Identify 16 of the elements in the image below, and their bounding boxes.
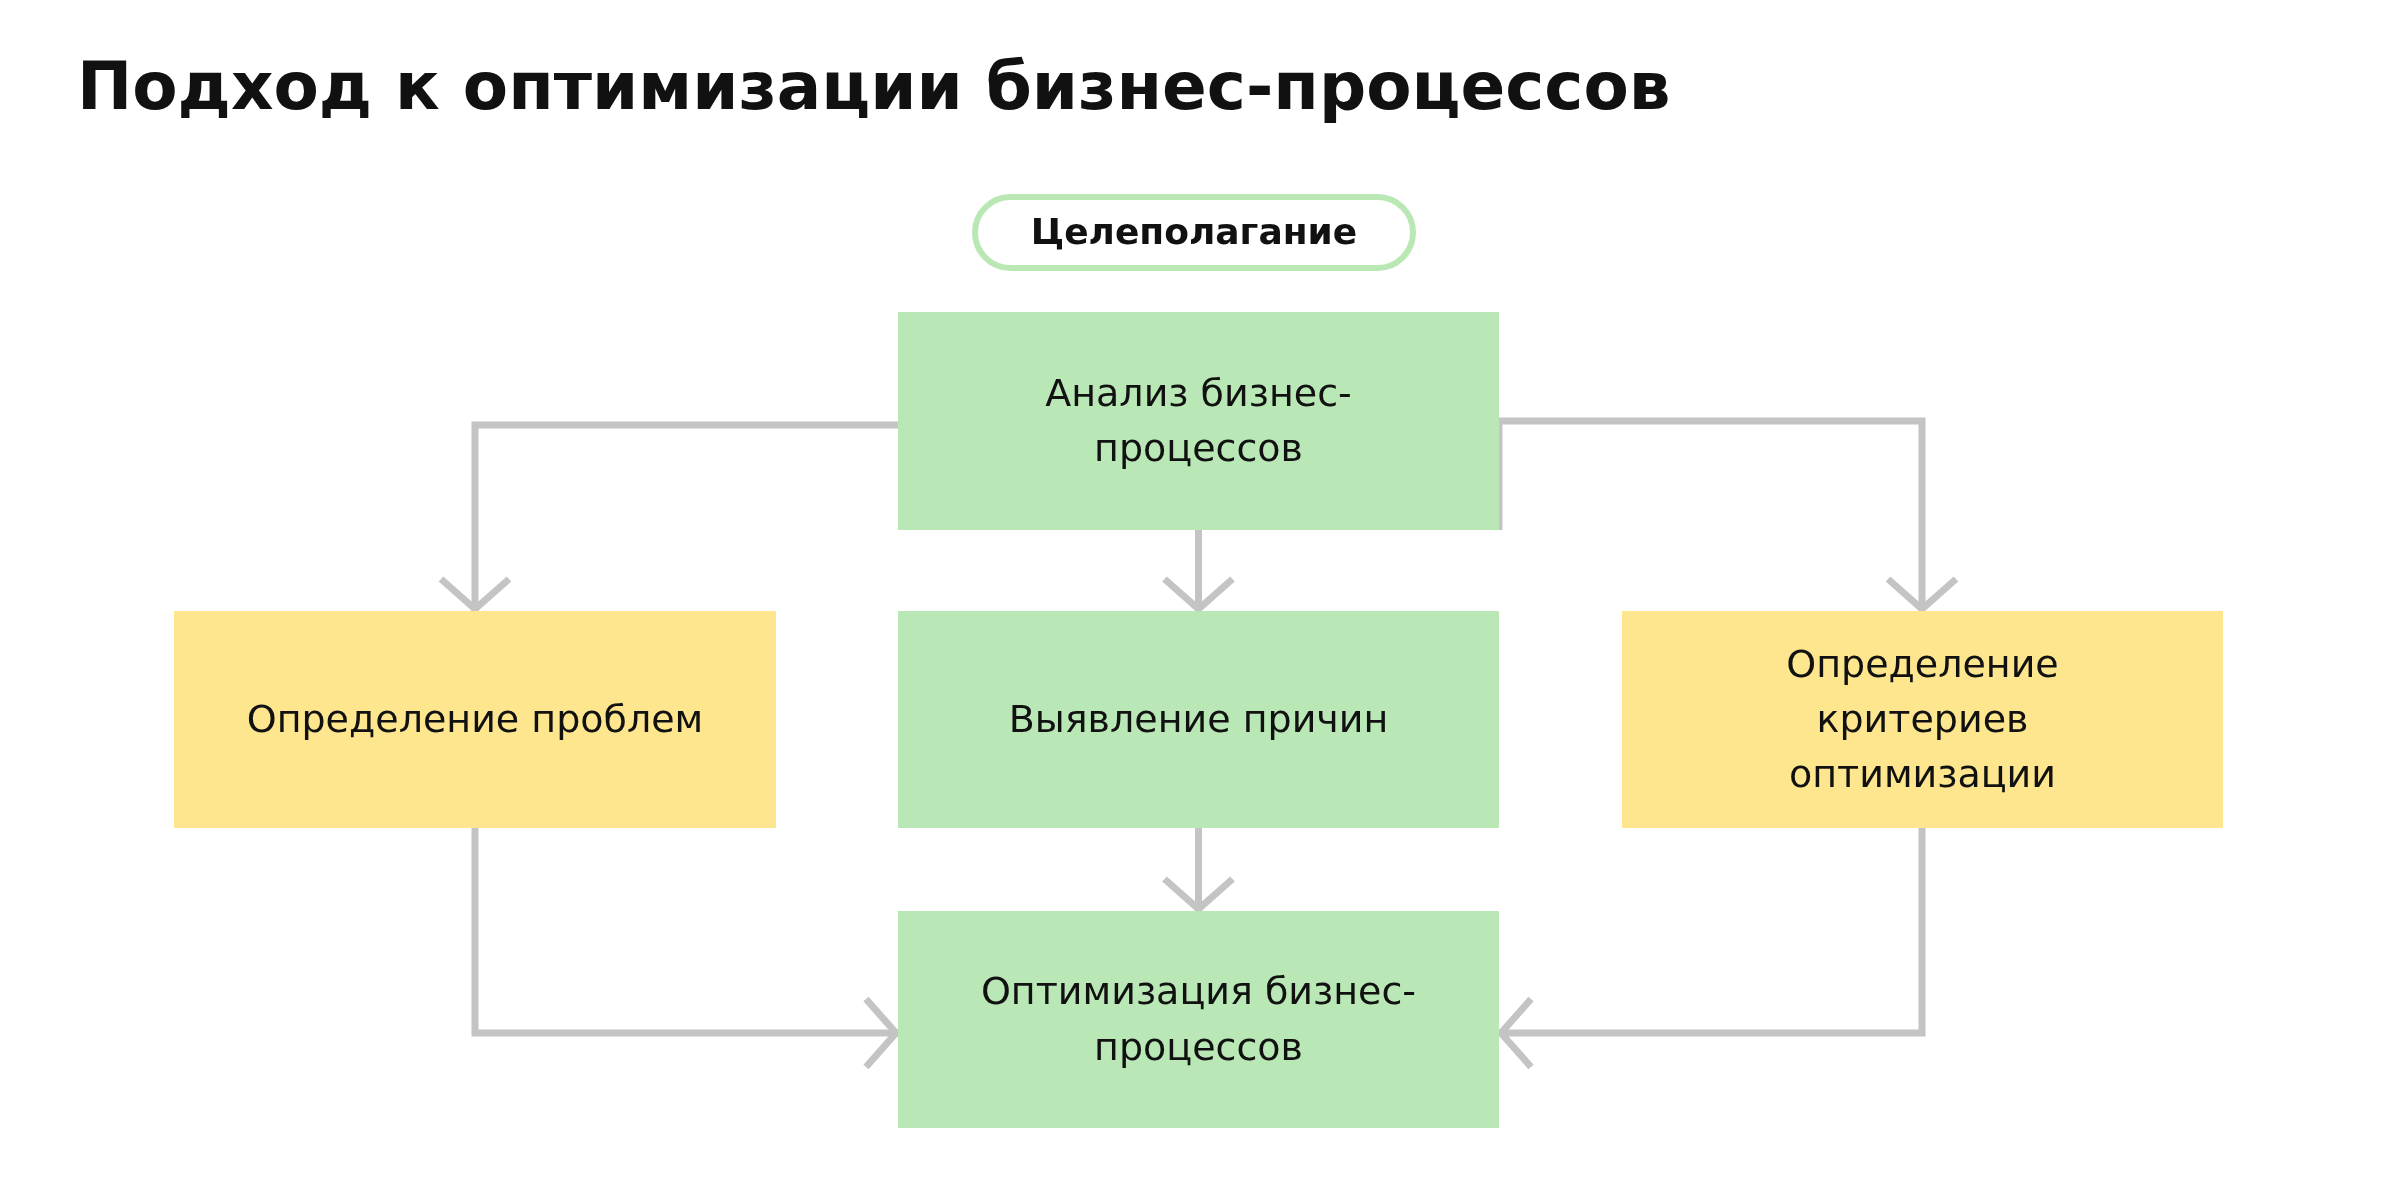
arrow — [471, 828, 900, 1071]
process-box — [1622, 611, 2223, 828]
node-label: Целеполагание — [1030, 210, 1358, 255]
node-label: Анализ бизнес-процессов — [1044, 369, 1353, 472]
arrow — [437, 421, 898, 613]
process-box — [174, 611, 776, 828]
arrow — [1161, 530, 1236, 613]
node-label: Оптимизация бизнес-процессов — [979, 968, 1418, 1071]
process-box — [898, 911, 1499, 1128]
process-box — [898, 312, 1499, 530]
process-box — [898, 611, 1499, 828]
node-label: Выявление причин — [1008, 695, 1389, 743]
diagram-title: Подход к оптимизации бизнес-процессов — [77, 48, 1671, 125]
arrow — [1161, 828, 1236, 913]
node-label: Определение проблем — [246, 695, 704, 743]
node-label: Определение критериев оптимизации — [1785, 640, 2060, 799]
